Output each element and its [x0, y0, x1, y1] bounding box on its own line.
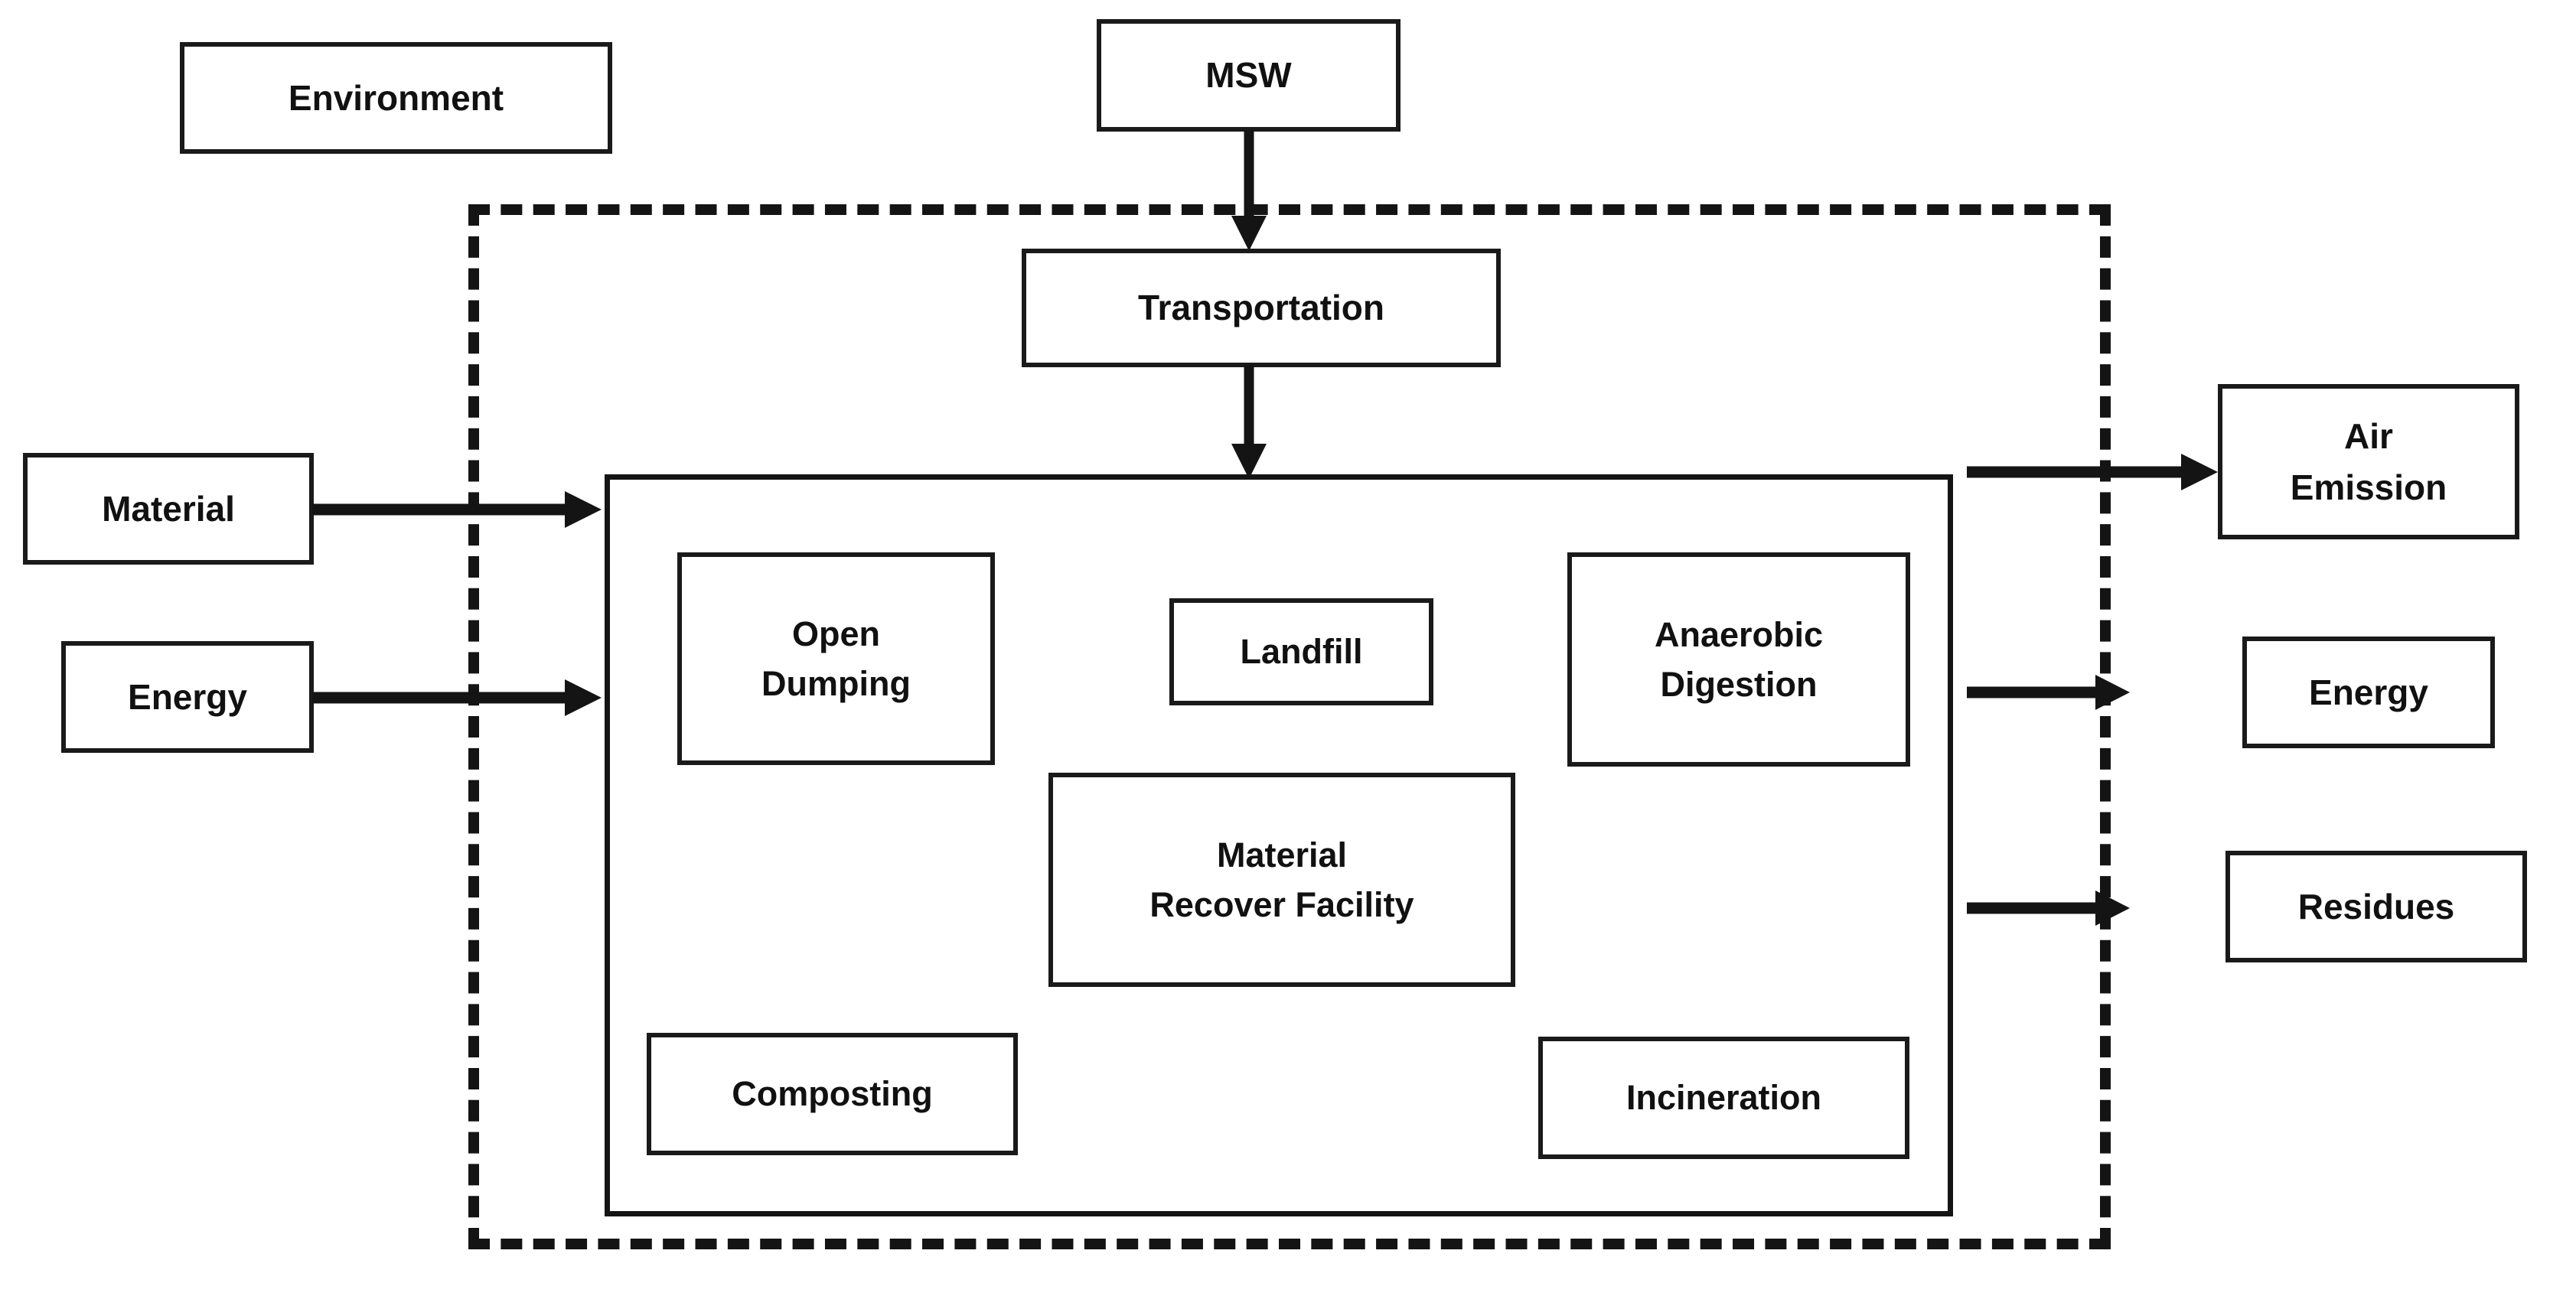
- node-incineration[interactable]: Incineration: [1538, 1037, 1909, 1159]
- node-residues[interactable]: Residues: [2225, 851, 2527, 962]
- node-environment-label: Environment: [288, 77, 504, 118]
- node-anaerobic-digestion-label: Anaerobic Digestion: [1654, 614, 1824, 704]
- node-composting[interactable]: Composting: [647, 1033, 1018, 1155]
- node-residues-label: Residues: [2297, 886, 2455, 926]
- node-open-dumping[interactable]: Open Dumping: [677, 552, 995, 765]
- node-open-dumping-label: Open Dumping: [761, 614, 911, 703]
- arrow-treatment-to-energy-output: [1967, 668, 2131, 717]
- arrow-transportation-to-treatment: [1224, 366, 1273, 480]
- node-air-emission[interactable]: Air Emission: [2218, 384, 2519, 539]
- arrow-treatment-to-air-emission: [1967, 448, 2219, 497]
- node-msw-label: MSW: [1205, 55, 1292, 96]
- node-anaerobic-digestion[interactable]: Anaerobic Digestion: [1567, 552, 1910, 767]
- node-landfill-label: Landfill: [1240, 632, 1363, 672]
- arrow-msw-to-transportation: [1224, 130, 1273, 252]
- arrow-energy-to-treatment: [312, 673, 603, 722]
- node-energy-output[interactable]: Energy: [2242, 637, 2495, 748]
- node-msw[interactable]: MSW: [1097, 19, 1400, 132]
- arrow-treatment-to-residues: [1967, 884, 2131, 933]
- node-energy-input[interactable]: Energy: [61, 641, 314, 753]
- node-transportation-label: Transportation: [1137, 288, 1385, 328]
- node-energy-input-label: Energy: [128, 676, 247, 717]
- node-environment[interactable]: Environment: [180, 42, 612, 154]
- node-energy-output-label: Energy: [2309, 672, 2428, 712]
- node-composting-label: Composting: [732, 1074, 933, 1114]
- node-material-input[interactable]: Material: [23, 453, 314, 565]
- treatment-system-box: [605, 474, 1953, 1216]
- system-boundary-dashed: [468, 204, 2111, 1249]
- arrow-material-to-treatment: [312, 485, 603, 534]
- node-incineration-label: Incineration: [1625, 1078, 1822, 1118]
- node-transportation[interactable]: Transportation: [1022, 249, 1501, 367]
- node-material-input-label: Material: [102, 488, 235, 529]
- node-landfill[interactable]: Landfill: [1169, 598, 1433, 705]
- node-material-recover-facility[interactable]: Material Recover Facility: [1048, 773, 1515, 987]
- node-air-emission-label: Air Emission: [2290, 415, 2447, 507]
- node-material-recover-facility-label: Material Recover Facility: [1149, 835, 1414, 924]
